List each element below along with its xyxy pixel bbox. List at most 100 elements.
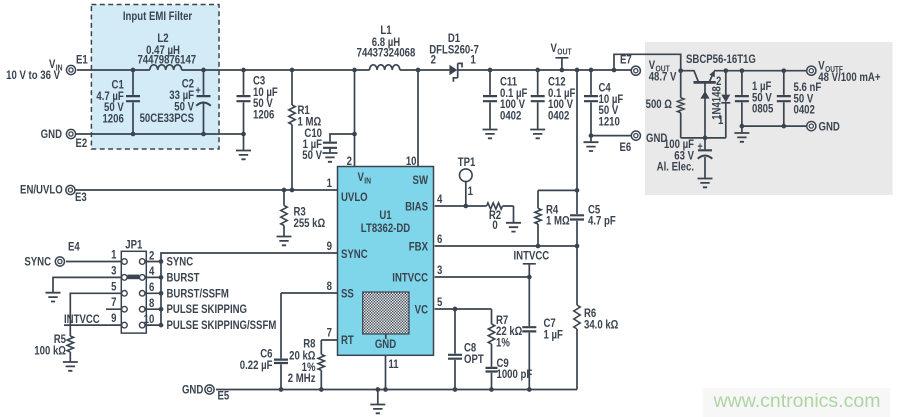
- svg-text:0.1 µF: 0.1 µF: [500, 87, 528, 100]
- svg-text:EN/UVLO: EN/UVLO: [20, 184, 63, 197]
- svg-text:OPT: OPT: [464, 353, 484, 366]
- svg-text:4: 4: [437, 193, 442, 206]
- svg-text:R8: R8: [303, 338, 315, 351]
- svg-text:C10: C10: [304, 127, 322, 140]
- svg-text:R5: R5: [54, 333, 66, 346]
- svg-text:1: 1: [471, 54, 476, 67]
- svg-text:1%: 1%: [496, 336, 510, 349]
- svg-text:E2: E2: [76, 137, 88, 150]
- svg-text:IN: IN: [56, 63, 63, 73]
- svg-text:1 µF: 1 µF: [544, 328, 564, 341]
- svg-text:500 Ω: 500 Ω: [646, 98, 673, 111]
- svg-text:INTVCC: INTVCC: [64, 313, 100, 326]
- svg-text:VC: VC: [415, 304, 428, 317]
- svg-text:GND: GND: [41, 128, 62, 141]
- svg-text:1: 1: [111, 249, 116, 262]
- svg-text:GND: GND: [375, 338, 396, 351]
- svg-text:Input EMI Filter: Input EMI Filter: [123, 10, 193, 23]
- svg-text:50 V: 50 V: [794, 92, 814, 105]
- svg-text:TP1: TP1: [458, 156, 476, 169]
- svg-text:50 V: 50 V: [104, 101, 124, 114]
- svg-text:E3: E3: [75, 191, 87, 204]
- svg-text:0402: 0402: [548, 109, 569, 122]
- svg-text:SYNC: SYNC: [167, 256, 194, 269]
- svg-text:7: 7: [111, 296, 116, 309]
- svg-text:BIAS: BIAS: [405, 201, 428, 214]
- svg-text:10: 10: [406, 155, 417, 168]
- svg-text:C5: C5: [588, 203, 600, 216]
- svg-text:C11: C11: [500, 76, 517, 89]
- svg-text:10: 10: [144, 313, 155, 326]
- svg-text:10 µF: 10 µF: [599, 93, 624, 106]
- svg-text:2: 2: [347, 155, 352, 168]
- svg-text:0: 0: [492, 219, 497, 232]
- svg-text:L2: L2: [157, 32, 168, 45]
- svg-text:50 V: 50 V: [253, 97, 273, 110]
- svg-text:1%: 1%: [302, 361, 316, 374]
- svg-text:1: 1: [718, 114, 723, 127]
- svg-text:4.7 µF: 4.7 µF: [96, 90, 124, 103]
- svg-text:1 µF: 1 µF: [303, 138, 323, 151]
- svg-text:C7: C7: [544, 317, 556, 330]
- svg-text:V: V: [818, 60, 825, 73]
- svg-text:0402: 0402: [500, 109, 521, 122]
- svg-text:50CE33PCS: 50CE33PCS: [140, 112, 194, 125]
- svg-text:100 µF: 100 µF: [664, 138, 694, 151]
- svg-text:0.1 µF: 0.1 µF: [548, 87, 576, 100]
- svg-text:V: V: [551, 42, 558, 55]
- svg-text:100 kΩ: 100 kΩ: [34, 344, 66, 357]
- svg-text:1 µF: 1 µF: [752, 80, 772, 93]
- svg-text:FBX: FBX: [409, 241, 429, 254]
- svg-text:50 V: 50 V: [302, 149, 322, 162]
- svg-text:50 V: 50 V: [752, 91, 772, 104]
- svg-text:DFLS260-7: DFLS260-7: [429, 44, 479, 57]
- svg-text:R3: R3: [294, 206, 306, 219]
- svg-text:34.0 kΩ: 34.0 kΩ: [584, 318, 619, 331]
- svg-text:C4: C4: [599, 82, 611, 95]
- svg-text:C6: C6: [260, 348, 272, 361]
- svg-text:UVLO: UVLO: [341, 191, 368, 204]
- svg-text:INTVCC: INTVCC: [514, 250, 550, 263]
- svg-text:33 µF: 33 µF: [169, 89, 194, 102]
- svg-text:OUT: OUT: [656, 64, 671, 74]
- svg-text:C8: C8: [464, 342, 476, 355]
- svg-text:1: 1: [327, 177, 332, 190]
- svg-text:www.cntronics.com: www.cntronics.com: [713, 390, 881, 412]
- svg-text:SYNC: SYNC: [24, 256, 51, 269]
- svg-text:6: 6: [437, 233, 442, 246]
- svg-text:E5: E5: [218, 390, 230, 403]
- svg-text:2: 2: [716, 75, 721, 88]
- svg-text:0.22 µF: 0.22 µF: [240, 359, 273, 372]
- svg-text:C1: C1: [112, 79, 124, 92]
- svg-text:U1: U1: [379, 209, 391, 222]
- svg-text:50 V: 50 V: [599, 104, 619, 117]
- svg-text:8: 8: [327, 280, 332, 293]
- svg-text:2 MHz: 2 MHz: [288, 372, 316, 385]
- svg-text:8: 8: [149, 297, 154, 310]
- svg-text:LT8362-DD: LT8362-DD: [361, 222, 411, 235]
- svg-text:BURST: BURST: [167, 271, 200, 284]
- svg-text:IN: IN: [364, 176, 371, 186]
- svg-text:5: 5: [111, 280, 116, 293]
- svg-text:1 MΩ: 1 MΩ: [298, 115, 322, 128]
- svg-text:1 MΩ: 1 MΩ: [546, 215, 570, 228]
- svg-text:63 V: 63 V: [674, 149, 694, 162]
- svg-text:SS: SS: [341, 288, 354, 301]
- svg-text:L1: L1: [380, 24, 391, 37]
- svg-text:50 V: 50 V: [174, 101, 194, 114]
- svg-text:PULSE SKIPPING/SSFM: PULSE SKIPPING/SSFM: [167, 319, 277, 332]
- svg-text:R2: R2: [489, 209, 501, 222]
- svg-text:20 kΩ: 20 kΩ: [289, 349, 316, 362]
- svg-text:R1: R1: [298, 104, 310, 117]
- svg-text:100 V: 100 V: [500, 98, 526, 111]
- svg-text:100 V: 100 V: [548, 98, 574, 111]
- svg-text:+: +: [196, 85, 201, 97]
- svg-text:E6: E6: [620, 141, 632, 154]
- svg-text:R6: R6: [584, 307, 596, 320]
- svg-text:V: V: [358, 171, 365, 184]
- svg-text:SBCP56-16T1G: SBCP56-16T1G: [686, 53, 756, 66]
- svg-text:C2: C2: [182, 78, 194, 91]
- svg-text:74479876147: 74479876147: [137, 54, 196, 67]
- svg-text:RT: RT: [341, 334, 354, 347]
- svg-text:3: 3: [437, 264, 442, 277]
